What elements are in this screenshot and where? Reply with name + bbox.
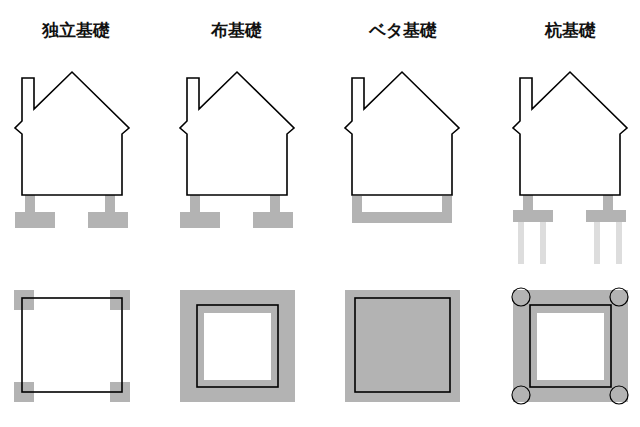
mat-foundation [345,72,460,402]
column-heading: 布基礎 [211,20,262,40]
isolated-footing [14,72,130,402]
column-heading: 独立基礎 [42,20,110,40]
column-heading: 杭基礎 [545,20,596,40]
pile-foundation [512,72,628,404]
column-heading: ベタ基礎 [369,20,437,40]
strip-footing [180,72,295,402]
